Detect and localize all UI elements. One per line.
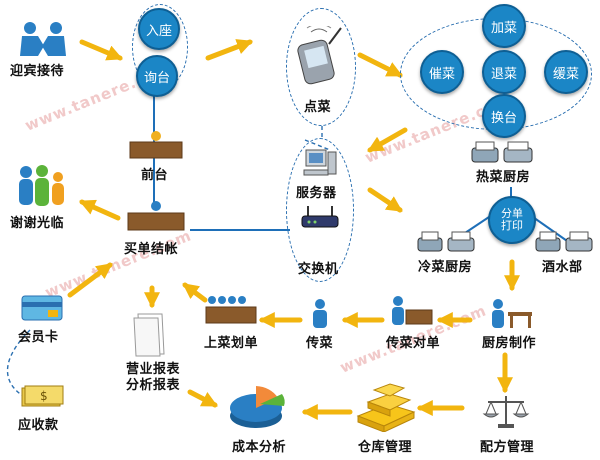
server-icon <box>303 149 337 176</box>
label-change-table: 换台 <box>490 110 517 126</box>
label-checkout: 买单结帐 <box>124 242 179 257</box>
label-cold-kitchen: 冷菜厨房 <box>418 260 473 275</box>
urge-dish-bubble: 催菜 <box>420 50 464 94</box>
label-thanks: 谢谢光临 <box>10 216 65 231</box>
label-warehouse: 仓库管理 <box>358 440 413 455</box>
label-kitchen-make: 厨房制作 <box>482 336 537 351</box>
family-icon <box>19 165 64 206</box>
arrow-desk-checkout <box>182 282 208 303</box>
label-split-print: 分单 打印 <box>501 207 523 232</box>
serve-check-icon <box>392 296 433 325</box>
change-table-bubble: 换台 <box>482 94 526 138</box>
switch-icon <box>301 206 339 228</box>
return-dish-bubble: 退菜 <box>482 50 526 94</box>
arrow-checkout-thanks <box>79 199 121 221</box>
svg-text:$: $ <box>40 389 48 403</box>
gold-bars-icon <box>356 383 416 432</box>
label-add-dish: 加菜 <box>490 20 517 36</box>
serve-desk-icon <box>205 296 257 324</box>
add-dish-bubble: 加菜 <box>482 4 526 48</box>
checkout-desk-icon <box>127 201 185 231</box>
label-order: 点菜 <box>304 100 332 115</box>
money-icon: $ <box>21 385 64 407</box>
scale-icon <box>482 396 530 428</box>
label-seat: 入座 <box>145 23 172 39</box>
label-serve: 传菜 <box>306 336 334 351</box>
label-hot-kitchen: 热菜厨房 <box>476 170 531 185</box>
label-urge-dish: 催菜 <box>428 66 455 82</box>
label-reports: 营业报表 分析报表 <box>126 362 181 393</box>
label-recipe: 配方管理 <box>480 440 535 455</box>
chef-icon <box>492 299 532 328</box>
arrow-order-dishops <box>357 52 403 78</box>
reports-paper-icon <box>133 313 165 357</box>
label-member-card: 会员卡 <box>18 330 59 345</box>
label-return-dish: 退菜 <box>490 66 517 82</box>
greeting-people-icon <box>20 22 66 56</box>
split-print-bubble: 分单 打印 <box>488 196 536 244</box>
label-cost-analysis: 成本分析 <box>232 440 287 455</box>
member-card-icon <box>21 295 63 321</box>
label-greet: 迎宾接待 <box>10 64 65 79</box>
network-ring <box>286 138 354 282</box>
seat-bubble: 入座 <box>138 8 180 50</box>
label-front-desk-top: 询台 <box>143 70 170 86</box>
label-serve-check: 传菜对单 <box>386 336 441 351</box>
arrow-greet-seat <box>79 39 123 61</box>
label-front-desk: 前台 <box>141 168 169 183</box>
arrow-server-hotkitchen <box>367 187 403 213</box>
label-switch: 交换机 <box>298 262 339 277</box>
label-delay-dish: 缓菜 <box>552 66 579 82</box>
cold-kitchen-printer-icon <box>417 231 475 252</box>
waiter-icon <box>313 299 327 328</box>
arrow-seat-order <box>205 39 253 61</box>
order-ring <box>286 8 356 126</box>
pie-chart-icon <box>230 386 285 428</box>
label-serve-desk: 上菜划单 <box>204 336 259 351</box>
label-receivable: 应收款 <box>18 418 59 433</box>
pda-icon <box>297 26 342 85</box>
arrow-dishops-server <box>367 127 408 153</box>
hot-kitchen-printer-icon <box>471 141 533 163</box>
bar-printer-icon <box>535 231 593 252</box>
front-desk-top-bubble: 询台 <box>136 55 178 97</box>
arrow-card-checkout <box>67 262 113 298</box>
front-desk-icon <box>129 131 183 159</box>
label-bar: 酒水部 <box>542 260 583 275</box>
arrow-reports-cost <box>187 389 218 408</box>
label-server: 服务器 <box>296 186 337 201</box>
delay-dish-bubble: 缓菜 <box>544 50 588 94</box>
